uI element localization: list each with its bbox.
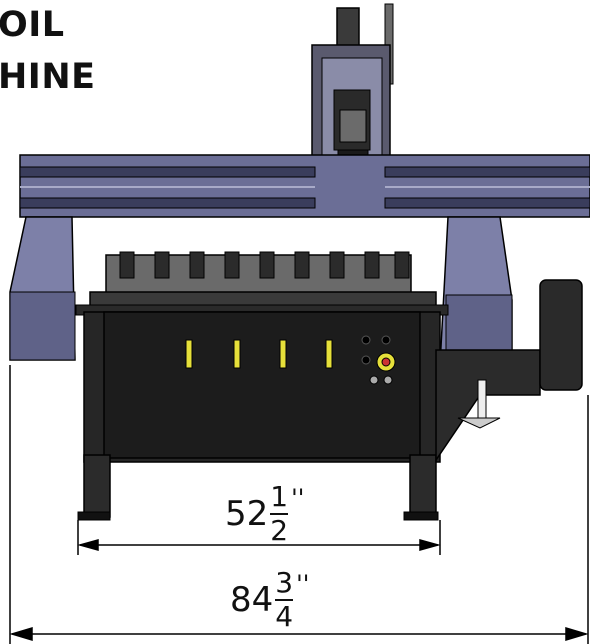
inner-dimension-denominator: 2 bbox=[270, 514, 289, 547]
title-line-1: OIL bbox=[0, 5, 65, 45]
outer-dimension-numerator: 3 bbox=[275, 566, 294, 599]
control-buttons bbox=[361, 335, 396, 385]
outer-dimension-denominator: 4 bbox=[275, 600, 294, 633]
outer-dimension-unit: '' bbox=[296, 570, 310, 598]
inner-dimension-line bbox=[77, 520, 441, 555]
inner-dimension-numerator: 1 bbox=[270, 480, 289, 513]
title-line-2: HINE bbox=[0, 57, 96, 97]
machine-base bbox=[77, 311, 441, 521]
gantry-legs bbox=[9, 216, 513, 366]
outer-dimension-line bbox=[9, 365, 589, 644]
vacuum-pods bbox=[105, 251, 412, 296]
gantry-beam bbox=[19, 154, 590, 218]
inner-dimension-unit: '' bbox=[291, 484, 305, 512]
inner-dimension-whole: 52 bbox=[225, 494, 269, 534]
outer-dimension-whole: 84 bbox=[230, 580, 274, 620]
tool-rack bbox=[435, 279, 583, 463]
indicator-lights bbox=[185, 339, 333, 369]
